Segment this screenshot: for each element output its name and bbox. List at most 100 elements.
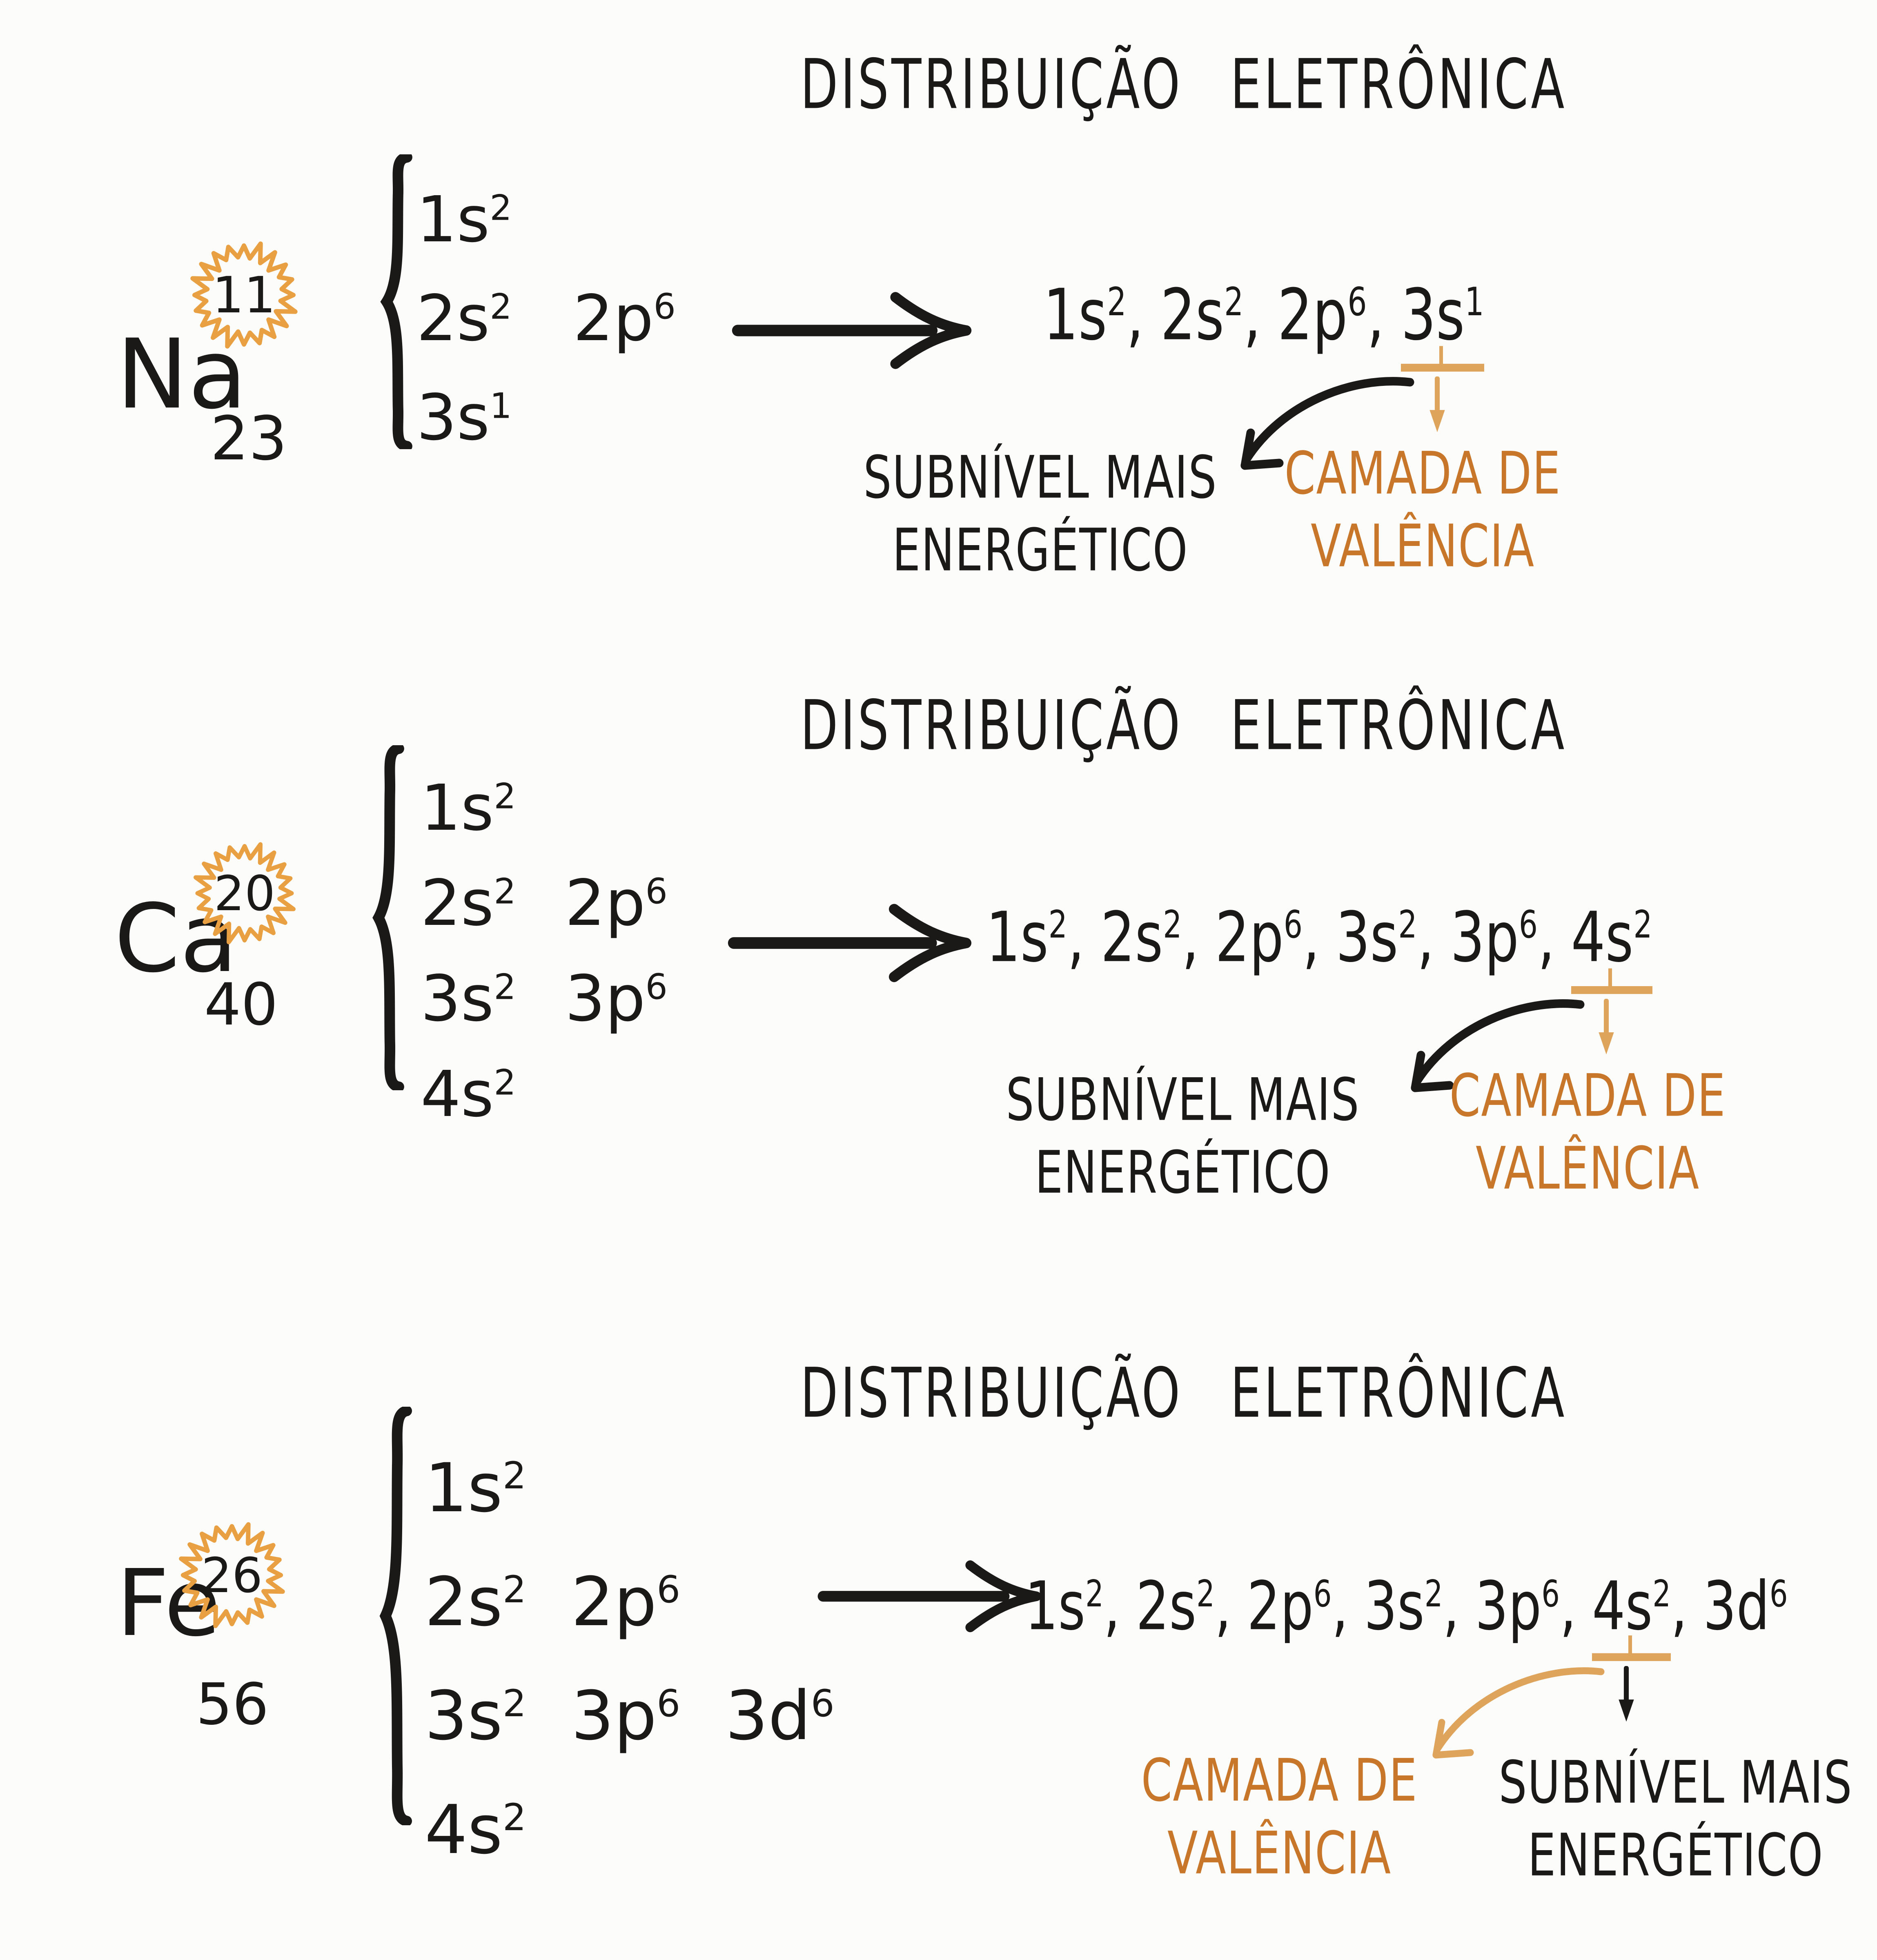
- electron-config-stack: 1s2 2s2 2p6 3s2 3p6 3d6 4s2: [425, 1425, 835, 1881]
- label-line: ENERGÉTICO: [1035, 1138, 1331, 1207]
- label-camada-valencia: CAMADA DE VALÊNCIA: [1449, 1060, 1726, 1205]
- mass-number: 23: [210, 403, 287, 474]
- orbital-term: 3s1: [416, 380, 512, 454]
- orbital-term: 4s2: [421, 1057, 516, 1131]
- element-symbol: Ca: [114, 884, 238, 993]
- orbital-term: 1s2: [416, 182, 512, 256]
- right-arrow-icon: [728, 904, 972, 982]
- valence-term: 3s1: [1401, 274, 1484, 372]
- label-line: SUBNÍVEL MAIS: [1006, 1066, 1360, 1134]
- config-row: 2s2 2p6: [421, 850, 668, 946]
- label-subnivel-energetico: SUBNÍVEL MAIS ENERGÉTICO: [1006, 1064, 1360, 1209]
- orbital-term: 3s2: [425, 1677, 526, 1755]
- atomic-number-badge: 11: [188, 237, 300, 353]
- orbital-term: 2p6: [573, 281, 676, 356]
- linear-term: 3s2,: [1336, 897, 1434, 978]
- orbital-term: 3d6: [725, 1677, 835, 1755]
- config-row: 1s2: [425, 1425, 835, 1539]
- down-arrow-icon: [1618, 1666, 1634, 1722]
- config-row: 2s2 2p6: [416, 263, 676, 363]
- orbital-term: 2s2: [425, 1563, 526, 1641]
- config-row: 3s2 3p6: [421, 945, 668, 1041]
- orbital-term: 4s2: [425, 1791, 526, 1869]
- orbital-term: 1s2: [421, 771, 516, 845]
- orbital-term: 2p6: [565, 866, 668, 940]
- linear-term: 1s2,: [1043, 274, 1144, 356]
- label-subnivel-energetico: SUBNÍVEL MAIS ENERGÉTICO: [863, 442, 1217, 587]
- label-line: SUBNÍVEL MAIS: [1498, 1748, 1853, 1817]
- config-row: 1s2: [416, 164, 676, 263]
- orbital-term: 3s2: [421, 961, 516, 1036]
- linear-config: 1s2,2s2,2p6,3s1: [1043, 274, 1484, 372]
- config-brace-icon: [376, 154, 416, 449]
- page-title: DISTRIBUIÇÃO ELETRÔNICA: [800, 1354, 1567, 1433]
- config-brace-icon: [368, 745, 407, 1090]
- page-title: DISTRIBUIÇÃO ELETRÔNICA: [800, 686, 1567, 766]
- linear-term: 2p6,: [1277, 274, 1385, 356]
- linear-term: 2p6,: [1215, 897, 1320, 978]
- config-row: 4s2: [425, 1767, 835, 1881]
- down-arrow-icon: [1599, 998, 1614, 1055]
- linear-term: 4s2,: [1592, 1568, 1688, 1662]
- linear-term: 1s2,: [1025, 1567, 1120, 1646]
- config-row: 3s2 3p6 3d6: [425, 1653, 835, 1767]
- atomic-number: 11: [212, 266, 276, 324]
- linear-term: 3p6,: [1475, 1567, 1576, 1646]
- starburst-icon: [190, 241, 298, 349]
- linear-term: 2s2,: [1100, 897, 1199, 978]
- label-camada-valencia: CAMADA DE VALÊNCIA: [1141, 1745, 1418, 1890]
- linear-term: 3s1: [1401, 274, 1484, 372]
- linear-term: 3p6,: [1450, 897, 1555, 978]
- label-line: VALÊNCIA: [1311, 512, 1535, 581]
- label-line: CAMADA DE: [1449, 1062, 1726, 1130]
- config-row: 4s2: [421, 1041, 668, 1136]
- orbital-term: 3p6: [571, 1677, 681, 1755]
- mass-number: 56: [196, 1671, 269, 1738]
- curved-arrow-icon: [1411, 999, 1585, 1092]
- orbital-term: 3p6: [565, 961, 668, 1036]
- label-line: VALÊNCIA: [1475, 1134, 1700, 1203]
- label-line: ENERGÉTICO: [892, 516, 1188, 585]
- electron-config-stack: 1s2 2s2 2p6 3s1: [416, 164, 676, 461]
- curved-arrow-icon: [1240, 377, 1414, 470]
- linear-term: 4s2: [1571, 897, 1652, 994]
- electron-config-stack: 1s2 2s2 2p6 3s2 3p6 4s2: [421, 755, 668, 1136]
- linear-term: 2s2,: [1160, 274, 1261, 356]
- label-line: CAMADA DE: [1285, 439, 1561, 508]
- linear-term: 1s2,: [986, 897, 1084, 978]
- orbital-term: 1s2: [425, 1449, 526, 1527]
- label-camada-valencia: CAMADA DE VALÊNCIA: [1285, 438, 1561, 583]
- element-symbol: Fe: [116, 1550, 221, 1657]
- valence-term: 4s2: [1571, 898, 1652, 994]
- linear-term: 2s2,: [1136, 1567, 1231, 1646]
- right-arrow-icon: [732, 292, 972, 369]
- page-title: DISTRIBUIÇÃO ELETRÔNICA: [800, 45, 1567, 125]
- config-row: 2s2 2p6: [425, 1539, 835, 1653]
- linear-term: 3s2,: [1364, 1567, 1460, 1646]
- config-brace-icon: [375, 1407, 416, 1825]
- valence-term: 4s2: [1592, 1568, 1671, 1662]
- atomic-number: 20: [214, 865, 276, 922]
- orbital-term: 2s2: [421, 866, 516, 940]
- atomic-number-badge: 26: [176, 1517, 287, 1633]
- atomic-number: 26: [201, 1547, 263, 1604]
- orbital-term: 2p6: [571, 1563, 681, 1641]
- label-line: VALÊNCIA: [1167, 1819, 1392, 1888]
- mass-number: 40: [204, 971, 278, 1038]
- label-line: CAMADA DE: [1141, 1746, 1418, 1815]
- orbital-term: 2s2: [416, 281, 512, 356]
- atomic-number-badge: 20: [191, 837, 298, 949]
- linear-term: 2p6,: [1247, 1567, 1349, 1646]
- curved-arrow-icon: [1432, 1667, 1605, 1759]
- linear-config: 1s2,2s2,2p6,3s2,3p6,4s2: [986, 898, 1652, 994]
- linear-term: 3d6: [1703, 1567, 1788, 1646]
- config-row: 3s1: [416, 362, 676, 461]
- linear-config: 1s2,2s2,2p6,3s2,3p6,4s2,3d6: [1025, 1567, 1788, 1662]
- right-arrow-icon: [817, 1560, 1041, 1633]
- config-row: 1s2: [421, 755, 668, 850]
- label-line: SUBNÍVEL MAIS: [863, 443, 1218, 512]
- label-line: ENERGÉTICO: [1527, 1821, 1824, 1890]
- down-arrow-icon: [1429, 376, 1445, 432]
- starburst-icon: [194, 842, 296, 944]
